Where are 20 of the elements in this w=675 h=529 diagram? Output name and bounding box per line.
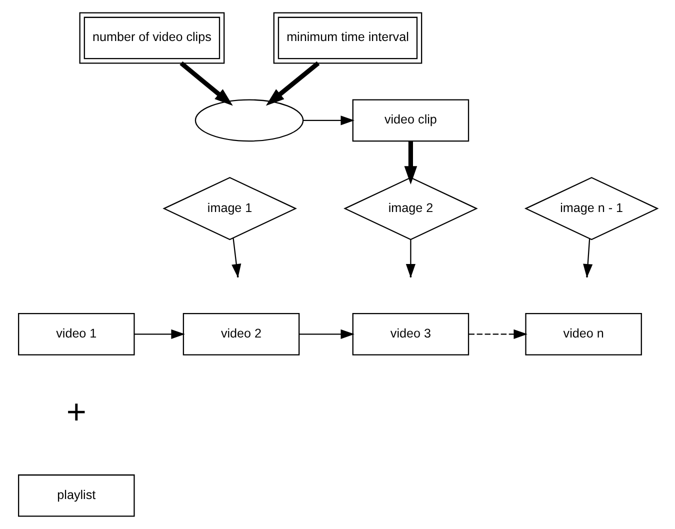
node-box: video 2 <box>182 313 300 356</box>
arrow <box>468 329 527 339</box>
arrow <box>298 329 354 339</box>
node-ellipse <box>194 99 304 142</box>
node-diamond: image n - 1 <box>524 177 658 240</box>
node-box: video n <box>524 313 642 356</box>
node-box: number of video clips <box>78 12 224 64</box>
node-diamond: image 2 <box>343 177 478 240</box>
node-box: video 1 <box>18 313 134 356</box>
node-diamond: image 1 <box>162 177 296 240</box>
arrow <box>404 141 417 184</box>
arrow <box>179 61 232 106</box>
node-box: video 3 <box>352 313 469 356</box>
node-box: video clip <box>352 99 469 142</box>
node-box: playlist <box>18 474 134 517</box>
arrow <box>265 61 320 106</box>
arrow <box>302 116 354 126</box>
label: + <box>66 393 86 432</box>
arrow <box>134 329 184 339</box>
node-box: minimum time interval <box>272 12 422 64</box>
